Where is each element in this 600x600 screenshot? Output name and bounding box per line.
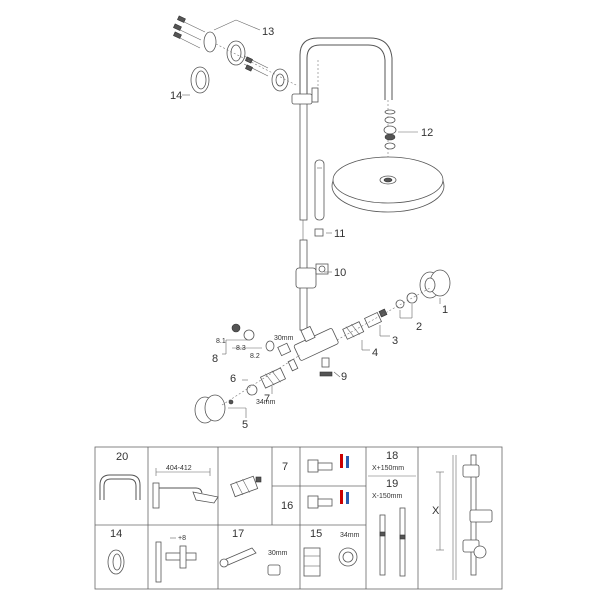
cartridge-4 xyxy=(342,321,365,340)
spare-14-ring-icon xyxy=(107,549,125,575)
handle-5 xyxy=(194,394,234,424)
callout-8-2: 8.2 xyxy=(250,353,260,360)
spare-18-label: 18 xyxy=(386,450,398,462)
dim-34mm: 34mm xyxy=(256,399,276,406)
thermostat-body xyxy=(293,325,339,361)
cartridge-7 xyxy=(259,358,299,389)
spare-14-label: 14 xyxy=(110,528,122,540)
callout-8-1: 8.1 xyxy=(216,338,226,345)
handle-1 xyxy=(419,269,451,299)
spare-15-label: 15 xyxy=(310,528,322,540)
spare-20-arm-icon xyxy=(99,474,141,500)
callout-3: 3 xyxy=(392,335,398,347)
spare-17-30mm: 30mm xyxy=(268,550,288,557)
callout-8: 8 xyxy=(212,353,218,365)
spare-19-label: 19 xyxy=(386,478,398,490)
bracket-cover xyxy=(271,68,289,92)
spare-17-wrench-icon xyxy=(219,547,257,568)
callout-4: 4 xyxy=(372,347,378,359)
spare-17-label: 17 xyxy=(232,528,244,540)
callout-8-3: 8.3 xyxy=(236,345,246,352)
spare-15-34mm: 34mm xyxy=(340,532,360,539)
callout-2: 2 xyxy=(416,321,422,333)
spare-16-thermo-icon xyxy=(307,490,349,509)
plus-8-label: +8 xyxy=(178,535,186,542)
callout-7: 7 xyxy=(264,393,270,405)
callout-10: 10 xyxy=(334,267,346,279)
spare-parts-table xyxy=(94,446,503,590)
hand-shower xyxy=(314,159,325,221)
ring-2 xyxy=(395,292,418,309)
wall-plate xyxy=(203,31,246,66)
connector-11 xyxy=(314,228,332,237)
spare-7-label: 7 xyxy=(282,461,288,473)
spare-30mm-nut-icon xyxy=(267,564,281,576)
offset-bracket-icon xyxy=(155,537,197,583)
callout-12: 12 xyxy=(421,127,433,139)
bracket-screws xyxy=(243,55,269,77)
escutcheon-ring xyxy=(190,66,210,94)
spare-16-label: 16 xyxy=(281,500,293,512)
spare-arm-dimension: 404-412 xyxy=(152,465,219,509)
callout-5: 5 xyxy=(242,419,248,431)
callout-6: 6 xyxy=(230,373,236,385)
callout-9: 9 xyxy=(341,371,347,383)
adapter-8-group xyxy=(231,323,292,357)
spare-19-dim: X-150mm xyxy=(372,493,403,500)
dim-404-412: 404-412 xyxy=(166,465,192,472)
spare-15-cap-icon xyxy=(303,547,321,577)
dim-30mm: 30mm xyxy=(274,335,294,342)
riser-clamp xyxy=(291,87,319,105)
spare-34mm-ring-icon xyxy=(338,547,358,567)
spare-pipe-icons xyxy=(379,507,406,577)
callout-14: 14 xyxy=(170,90,182,102)
callout-1: 1 xyxy=(442,304,448,316)
wall-screws xyxy=(173,15,206,49)
callout-13: 13 xyxy=(262,26,274,38)
head-shower-plate xyxy=(331,156,445,213)
outlet-9 xyxy=(319,357,333,377)
slider-10 xyxy=(295,263,329,289)
callout-11: 11 xyxy=(334,228,345,240)
x-label: X xyxy=(432,505,440,517)
ring-6 xyxy=(246,384,258,396)
spare-cartridge-icon xyxy=(230,475,262,498)
wall-x-dimension: X xyxy=(432,454,493,580)
spare-18-dim: X+150mm xyxy=(372,465,404,472)
spare-7-thermo-icon xyxy=(307,454,349,473)
wall-bracket-assembly: 13 14 xyxy=(170,15,299,102)
spare-20-label: 20 xyxy=(116,451,128,463)
